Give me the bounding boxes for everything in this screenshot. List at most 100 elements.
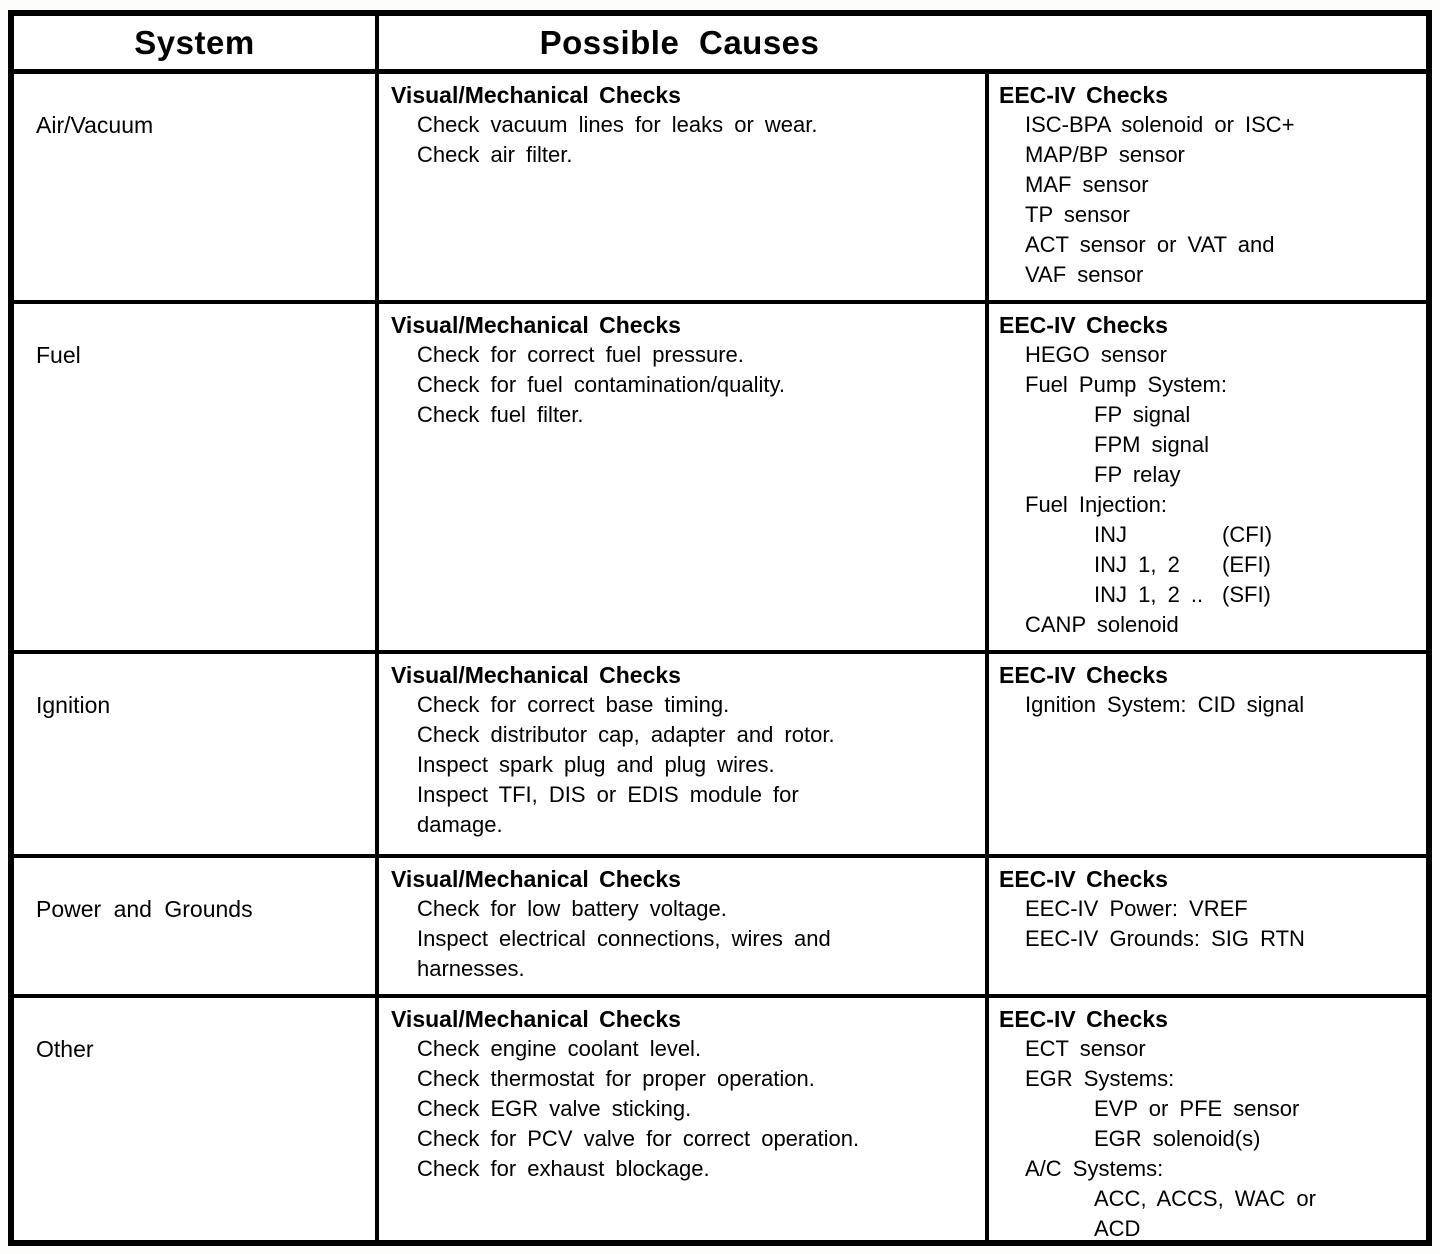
check-item-text: VAF sensor (1025, 262, 1144, 287)
system-label: Other (36, 1036, 94, 1062)
eec-checks-title: EEC-IV Checks (999, 662, 1168, 688)
sub-line-fpm-signal: FPM signal (1094, 432, 1210, 457)
injector-line: INJ 1, 2 .. (SFI) (999, 580, 1420, 610)
sub-line-ac-codes: ACC, ACCS, WAC or (1094, 1186, 1316, 1211)
eec-checks-cell-air-vacuum: EEC-IV Checks ISC-BPA solenoid or ISC+ M… (989, 74, 1426, 304)
injector-code: (CFI) (1222, 522, 1273, 547)
check-item-text: Fuel Pump System: (1025, 372, 1227, 397)
check-item: Check for fuel contamination/quality. (391, 370, 979, 400)
check-item: ISC-BPA solenoid or ISC+ (999, 110, 1420, 140)
check-item: Check for PCV valve for correct operatio… (391, 1124, 979, 1154)
eec-checks-title: EEC-IV Checks (999, 312, 1168, 338)
check-item: Check air filter. (391, 140, 979, 170)
injector-code: (EFI) (1222, 552, 1271, 577)
system-label: Air/Vacuum (36, 112, 154, 138)
check-item-text: harnesses. (417, 956, 525, 981)
system-label: Power and Grounds (36, 896, 253, 922)
check-item-text: Check for low battery voltage. (417, 896, 727, 921)
check-item-text: Check air filter. (417, 142, 573, 167)
check-item: Check vacuum lines for leaks or wear. (391, 110, 979, 140)
check-item-text: Ignition System: CID signal (1025, 692, 1305, 717)
check-item: Check thermostat for proper operation. (391, 1064, 979, 1094)
sub-line-acd: ACD (1094, 1216, 1141, 1240)
possible-causes-header-label: Possible Causes (539, 23, 820, 61)
system-label: Ignition (36, 692, 111, 718)
check-item-text: Check for correct fuel pressure. (417, 342, 744, 367)
check-item-text: EGR Systems: (1025, 1066, 1175, 1091)
check-item: EGR Systems: (999, 1064, 1420, 1094)
check-item-text: EEC-IV Grounds: SIG RTN (1025, 926, 1305, 951)
check-item-text: A/C Systems: (1025, 1156, 1164, 1181)
check-item: ECT sensor (999, 1034, 1420, 1064)
eec-checks-cell-fuel: EEC-IV Checks HEGO sensor Fuel Pump Syst… (989, 304, 1426, 654)
check-item-text: Check thermostat for proper operation. (417, 1066, 815, 1091)
sub-line-fp-relay: FP relay (1094, 462, 1181, 487)
sub-line-egr-solenoid: EGR solenoid(s) (1094, 1126, 1261, 1151)
vm-checks-title: Visual/Mechanical Checks (391, 82, 681, 108)
vm-checks-title: Visual/Mechanical Checks (391, 866, 681, 892)
diagnostic-table: System Possible Causes Air/Vacuum Visual… (8, 10, 1432, 1246)
check-item: Fuel Pump System: (999, 370, 1420, 400)
injector-label: INJ (1094, 522, 1127, 547)
eec-checks-cell-power-grounds: EEC-IV Checks EEC-IV Power: VREF EEC-IV … (989, 858, 1426, 998)
check-item: A/C Systems: (999, 1154, 1420, 1184)
check-item: Check engine coolant level. (391, 1034, 979, 1064)
vm-checks-cell-air-vacuum: Visual/Mechanical Checks Check vacuum li… (379, 74, 989, 304)
check-item: Fuel Injection: (999, 490, 1420, 520)
system-cell-ignition: Ignition (14, 654, 379, 858)
check-item-text: Inspect electrical connections, wires an… (417, 926, 831, 951)
eec-checks-title: EEC-IV Checks (999, 1006, 1168, 1032)
sub-line-fp-signal: FP signal (1094, 402, 1191, 427)
injector-label: INJ 1, 2 (1094, 552, 1180, 577)
injector-code: (SFI) (1222, 582, 1271, 607)
eec-checks-cell-ignition: EEC-IV Checks Ignition System: CID signa… (989, 654, 1426, 858)
check-item-text: damage. (417, 812, 503, 837)
system-label: Fuel (36, 342, 81, 368)
check-item-text: EEC-IV Power: VREF (1025, 896, 1248, 921)
check-item-text: MAP/BP sensor (1025, 142, 1185, 167)
check-item: HEGO sensor (999, 340, 1420, 370)
system-cell-air-vacuum: Air/Vacuum (14, 74, 379, 304)
check-item: Check for correct base timing. (391, 690, 979, 720)
injector-label: INJ 1, 2 .. (1094, 582, 1204, 607)
check-item-text: Check engine coolant level. (417, 1036, 702, 1061)
check-item-text: Check for exhaust blockage. (417, 1156, 710, 1181)
check-item: MAF sensor (999, 170, 1420, 200)
check-item-text: Check fuel filter. (417, 402, 584, 427)
check-item-text: ACT sensor or VAT and (1025, 232, 1275, 257)
check-item-text: Check distributor cap, adapter and rotor… (417, 722, 835, 747)
check-item: Check for exhaust blockage. (391, 1154, 979, 1184)
eec-checks-cell-other: EEC-IV Checks ECT sensor EGR Systems: EV… (989, 998, 1426, 1240)
check-item-text: HEGO sensor (1025, 342, 1167, 367)
check-item-text: MAF sensor (1025, 172, 1149, 197)
check-item: Inspect electrical connections, wires an… (391, 924, 979, 984)
vm-checks-cell-power-grounds: Visual/Mechanical Checks Check for low b… (379, 858, 989, 998)
check-item-text: Inspect spark plug and plug wires. (417, 752, 775, 777)
check-item-text: Inspect TFI, DIS or EDIS module for (417, 782, 799, 807)
eec-checks-title: EEC-IV Checks (999, 82, 1168, 108)
injector-line: INJ 1, 2 (EFI) (999, 550, 1420, 580)
check-item: Check distributor cap, adapter and rotor… (391, 720, 979, 750)
vm-checks-cell-other: Visual/Mechanical Checks Check engine co… (379, 998, 989, 1240)
vm-checks-title: Visual/Mechanical Checks (391, 1006, 681, 1032)
check-item-text: Check for correct base timing. (417, 692, 730, 717)
vm-checks-cell-fuel: Visual/Mechanical Checks Check for corre… (379, 304, 989, 654)
vm-checks-title: Visual/Mechanical Checks (391, 312, 681, 338)
injector-line: INJ (CFI) (999, 520, 1420, 550)
check-item-text: Fuel Injection: (1025, 492, 1167, 517)
vm-checks-cell-ignition: Visual/Mechanical Checks Check for corre… (379, 654, 989, 858)
check-item-text: TP sensor (1025, 202, 1130, 227)
check-item: ACT sensor or VAT and VAF sensor (999, 230, 1420, 290)
check-item: Inspect TFI, DIS or EDIS module for dama… (391, 780, 979, 840)
check-item-text: ISC-BPA solenoid or ISC+ (1025, 112, 1295, 137)
check-item-text: Check for fuel contamination/quality. (417, 372, 785, 397)
check-item: TP sensor (999, 200, 1420, 230)
check-item: Check for correct fuel pressure. (391, 340, 979, 370)
check-item: Inspect spark plug and plug wires. (391, 750, 979, 780)
check-item-text: Check vacuum lines for leaks or wear. (417, 112, 818, 137)
check-item: Ignition System: CID signal (999, 690, 1420, 720)
system-cell-other: Other (14, 998, 379, 1240)
column-header-possible-causes: Possible Causes (379, 16, 1426, 74)
eec-checks-title: EEC-IV Checks (999, 866, 1168, 892)
system-header-label: System (134, 23, 255, 61)
